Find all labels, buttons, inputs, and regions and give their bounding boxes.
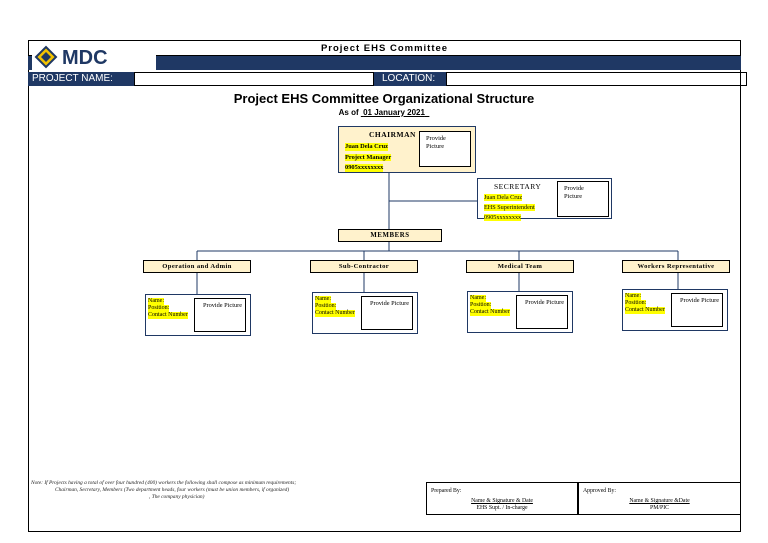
approved-by-block: Approved By: Name & Signature &Date PM/P… bbox=[578, 482, 741, 515]
approved-by-role: PM/PIC bbox=[649, 505, 669, 511]
member-picture-placeholder: Provide Picture bbox=[671, 293, 723, 327]
member-picture-placeholder: Provide Picture bbox=[361, 296, 413, 330]
footer-note: Note: If Projects having a total of over… bbox=[31, 480, 426, 502]
location-field[interactable] bbox=[446, 72, 747, 86]
member-picture-placeholder: Provide Picture bbox=[194, 298, 246, 332]
member-name-label: Name: bbox=[470, 295, 486, 302]
chairman-name: Juan Dela Cruz bbox=[345, 143, 388, 151]
approved-by-label: Approved By: bbox=[583, 488, 617, 494]
logo-mark-icon bbox=[34, 45, 58, 69]
chairman-picture-placeholder: Provide Picture bbox=[419, 131, 471, 167]
as-of-date: 01 January 2021 bbox=[363, 108, 425, 117]
secretary-picture-placeholder: Provide Picture bbox=[557, 181, 609, 217]
header-band bbox=[28, 56, 741, 70]
as-of-line: As of 01 January 2021 bbox=[0, 108, 768, 117]
member-name-label: Name: bbox=[315, 296, 331, 303]
member-card-sub-contractor: Name: Position: Contact Number Provide P… bbox=[312, 292, 418, 334]
note-line-1: Note: If Projects having a total of over… bbox=[31, 480, 297, 486]
project-name-field[interactable] bbox=[134, 72, 374, 86]
dept-sub-contractor: Sub-Contractor bbox=[310, 260, 418, 273]
members-box: MEMBERS bbox=[338, 229, 442, 242]
company-logo: MDC bbox=[32, 43, 156, 71]
dept-operation-admin: Operation and Admin bbox=[143, 260, 251, 273]
member-position-label: Position: bbox=[470, 302, 492, 309]
project-name-label: PROJECT NAME: bbox=[28, 72, 134, 86]
member-position-label: Position: bbox=[625, 300, 647, 307]
prepared-by-block: Prepared By: Name & Signature & Date EHS… bbox=[426, 482, 578, 515]
logo-text: MDC bbox=[62, 47, 108, 69]
secretary-card: SECRETARY Juan Dela Cruz EHS Superintend… bbox=[477, 178, 612, 221]
member-contact-label: Contact Number bbox=[148, 312, 188, 319]
dept-medical-team: Medical Team bbox=[466, 260, 574, 273]
as-of-label: As of bbox=[338, 108, 359, 117]
prepared-by-label: Prepared By: bbox=[431, 488, 462, 494]
member-card-medical-team: Name: Position: Contact Number Provide P… bbox=[467, 291, 573, 333]
page-title: Project EHS Committee Organizational Str… bbox=[233, 91, 535, 106]
member-position-label: Position: bbox=[315, 303, 337, 310]
member-name-label: Name: bbox=[148, 298, 164, 305]
chairman-title: CHAIRMAN bbox=[369, 130, 416, 139]
secretary-position: EHS Superintendent bbox=[484, 204, 535, 211]
secretary-name: Juan Dela Cruz bbox=[484, 194, 523, 201]
form-title: Project EHS Committee bbox=[28, 40, 741, 56]
member-contact-label: Contact Number bbox=[315, 310, 355, 317]
dept-workers-representative: Workers Representative bbox=[622, 260, 730, 273]
member-card-operation-admin: Name: Position: Contact Number Provide P… bbox=[145, 294, 251, 336]
member-position-label: Position: bbox=[148, 305, 170, 312]
member-card-workers-representative: Name: Position: Contact Number Provide P… bbox=[622, 289, 728, 331]
member-contact-label: Contact Number bbox=[625, 307, 665, 314]
chairman-contact: 0905xxxxxxxx bbox=[345, 164, 384, 172]
member-contact-label: Contact Number bbox=[470, 309, 510, 316]
approved-by-signature-line[interactable]: Name & Signature &Date bbox=[629, 498, 690, 504]
note-line-3: , The company physician) bbox=[149, 494, 205, 501]
secretary-contact: 0905xxxxxxxx bbox=[484, 214, 522, 221]
note-line-2: Chairman, Secretary, Members (Two depart… bbox=[55, 487, 290, 494]
prepared-by-role: EHS Supt. / In-charge bbox=[476, 505, 528, 511]
chairman-card: CHAIRMAN Juan Dela Cruz Project Manager … bbox=[338, 126, 476, 173]
member-picture-placeholder: Provide Picture bbox=[516, 295, 568, 329]
prepared-by-signature-line[interactable]: Name & Signature & Date bbox=[471, 498, 533, 504]
location-label: LOCATION: bbox=[374, 72, 446, 86]
chairman-position: Project Manager bbox=[345, 153, 392, 161]
secretary-title: SECRETARY bbox=[494, 182, 542, 191]
member-name-label: Name: bbox=[625, 293, 641, 300]
